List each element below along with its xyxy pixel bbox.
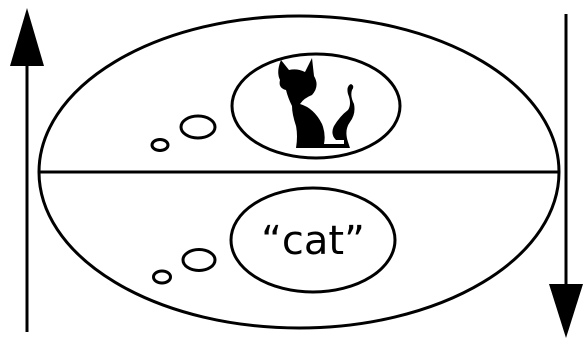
word-thought-bubble-small-dot	[154, 271, 171, 283]
arrow-up-icon	[10, 8, 44, 66]
thought-bubble-small-dot	[152, 140, 168, 151]
right-down-arrow	[549, 14, 583, 338]
word-thought-bubble: “cat”	[154, 188, 396, 292]
image-thought-bubble	[152, 54, 400, 158]
word-thought-bubble-large-dot	[183, 250, 215, 271]
word-label: “cat”	[261, 218, 365, 264]
thought-bubble-icon	[181, 116, 215, 138]
arrow-down-icon	[549, 284, 583, 338]
